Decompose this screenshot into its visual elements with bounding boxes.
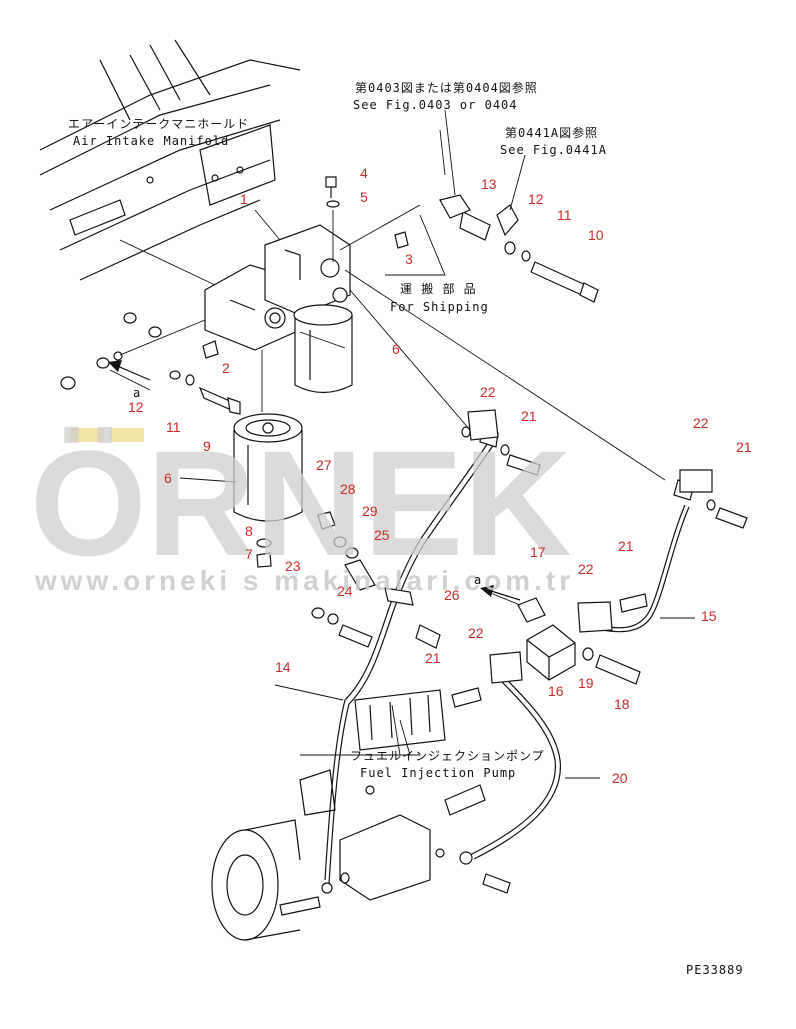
callout-2: 2: [222, 360, 230, 376]
clip-assembly: [311, 559, 441, 649]
callout-numbers: 1 2 3 4 5 6 6 7 8 9 10 11 11 12 12 13 14…: [128, 165, 752, 786]
filter-head-assembly: [204, 224, 351, 351]
watermark-accent-right: [110, 428, 144, 442]
callout-20: 20: [612, 770, 628, 786]
fuel-pipe-15: [597, 479, 695, 633]
callout-19: 19: [578, 675, 594, 691]
callout-21-d: 21: [425, 650, 441, 666]
callout-24: 24: [337, 583, 353, 599]
callout-11-right: 11: [557, 207, 572, 223]
callout-18: 18: [614, 696, 630, 712]
watermark-accent-left: [70, 428, 104, 442]
callout-17: 17: [530, 544, 546, 560]
text-labels: エアーインテークマニホールド Air Intake Manifold 第0403…: [68, 80, 744, 977]
callout-21-b: 21: [736, 439, 752, 455]
hardware-small-parts: [60, 176, 599, 568]
callout-1: 1: [240, 191, 248, 207]
watermark-url: www.orneki s makinalari.com.tr: [34, 565, 574, 596]
eye-joint-brackets: [451, 409, 748, 708]
callout-26: 26: [444, 587, 460, 603]
see-fig-0441a-jp: 第0441A図参照: [505, 125, 598, 140]
fuel-injection-pump: [211, 689, 511, 941]
callout-22-a: 22: [480, 384, 496, 400]
spacer-17: [517, 597, 546, 623]
leader-lines: [109, 109, 695, 779]
reference-a-left: a: [133, 386, 141, 400]
callout-3: 3: [405, 251, 413, 267]
callout-6-lower: 6: [164, 470, 172, 486]
watermark-brand: ÖRNEK: [30, 419, 572, 587]
fuel-pipe-20: [459, 676, 561, 865]
fuel-pump-label-en: Fuel Injection Pump: [360, 766, 516, 780]
reference-a-right: a: [474, 573, 482, 587]
callout-15: 15: [701, 608, 717, 624]
callout-28: 28: [340, 481, 356, 497]
shipping-label-jp: 運 搬 部 品: [400, 281, 477, 296]
callout-12-right: 12: [528, 191, 544, 207]
callout-13: 13: [481, 176, 497, 192]
see-fig-0403-en: See Fig.0403 or 0404: [353, 98, 518, 112]
callout-27: 27: [316, 457, 332, 473]
figure-code: PE33889: [686, 963, 744, 977]
reference-arrows: [108, 360, 521, 601]
bolt-18-washer-19: [582, 647, 641, 685]
fuel-pump-label-jp: フュエルインジェクションポンプ: [350, 749, 545, 763]
shipping-label-en: For Shipping: [390, 300, 489, 314]
callout-7: 7: [245, 546, 253, 562]
callout-14: 14: [275, 659, 291, 675]
callout-10: 10: [588, 227, 604, 243]
callout-22-d: 22: [468, 625, 484, 641]
callout-6-upper: 6: [392, 341, 400, 357]
watermark: ÖRNEK www.orneki s makinalari.com.tr: [30, 419, 574, 596]
callout-22-b: 22: [693, 415, 709, 431]
callout-22-c: 22: [578, 561, 594, 577]
air-intake-label-jp: エアーインテークマニホールド: [68, 117, 249, 131]
air-intake-label-en: Air Intake Manifold: [73, 134, 229, 148]
block-connector-16: [526, 624, 576, 681]
air-intake-manifold: [39, 39, 301, 286]
see-fig-0441a-en: See Fig.0441A: [500, 143, 607, 157]
callout-23: 23: [285, 558, 301, 574]
callout-12-left: 12: [128, 399, 144, 415]
callout-4: 4: [360, 165, 368, 181]
callout-21-c: 21: [618, 538, 634, 554]
callout-29: 29: [362, 503, 378, 519]
filter-cartridge-lower: [233, 350, 303, 522]
filter-cartridge-upper: [293, 304, 353, 394]
callout-8: 8: [245, 523, 253, 539]
callout-25: 25: [374, 527, 390, 543]
callout-9: 9: [203, 438, 211, 454]
callout-5: 5: [360, 189, 368, 205]
callout-16: 16: [548, 683, 564, 699]
see-fig-0403-jp: 第0403図または第0404図参照: [355, 80, 538, 95]
callout-11-left: 11: [166, 419, 181, 435]
callout-21-a: 21: [521, 408, 537, 424]
